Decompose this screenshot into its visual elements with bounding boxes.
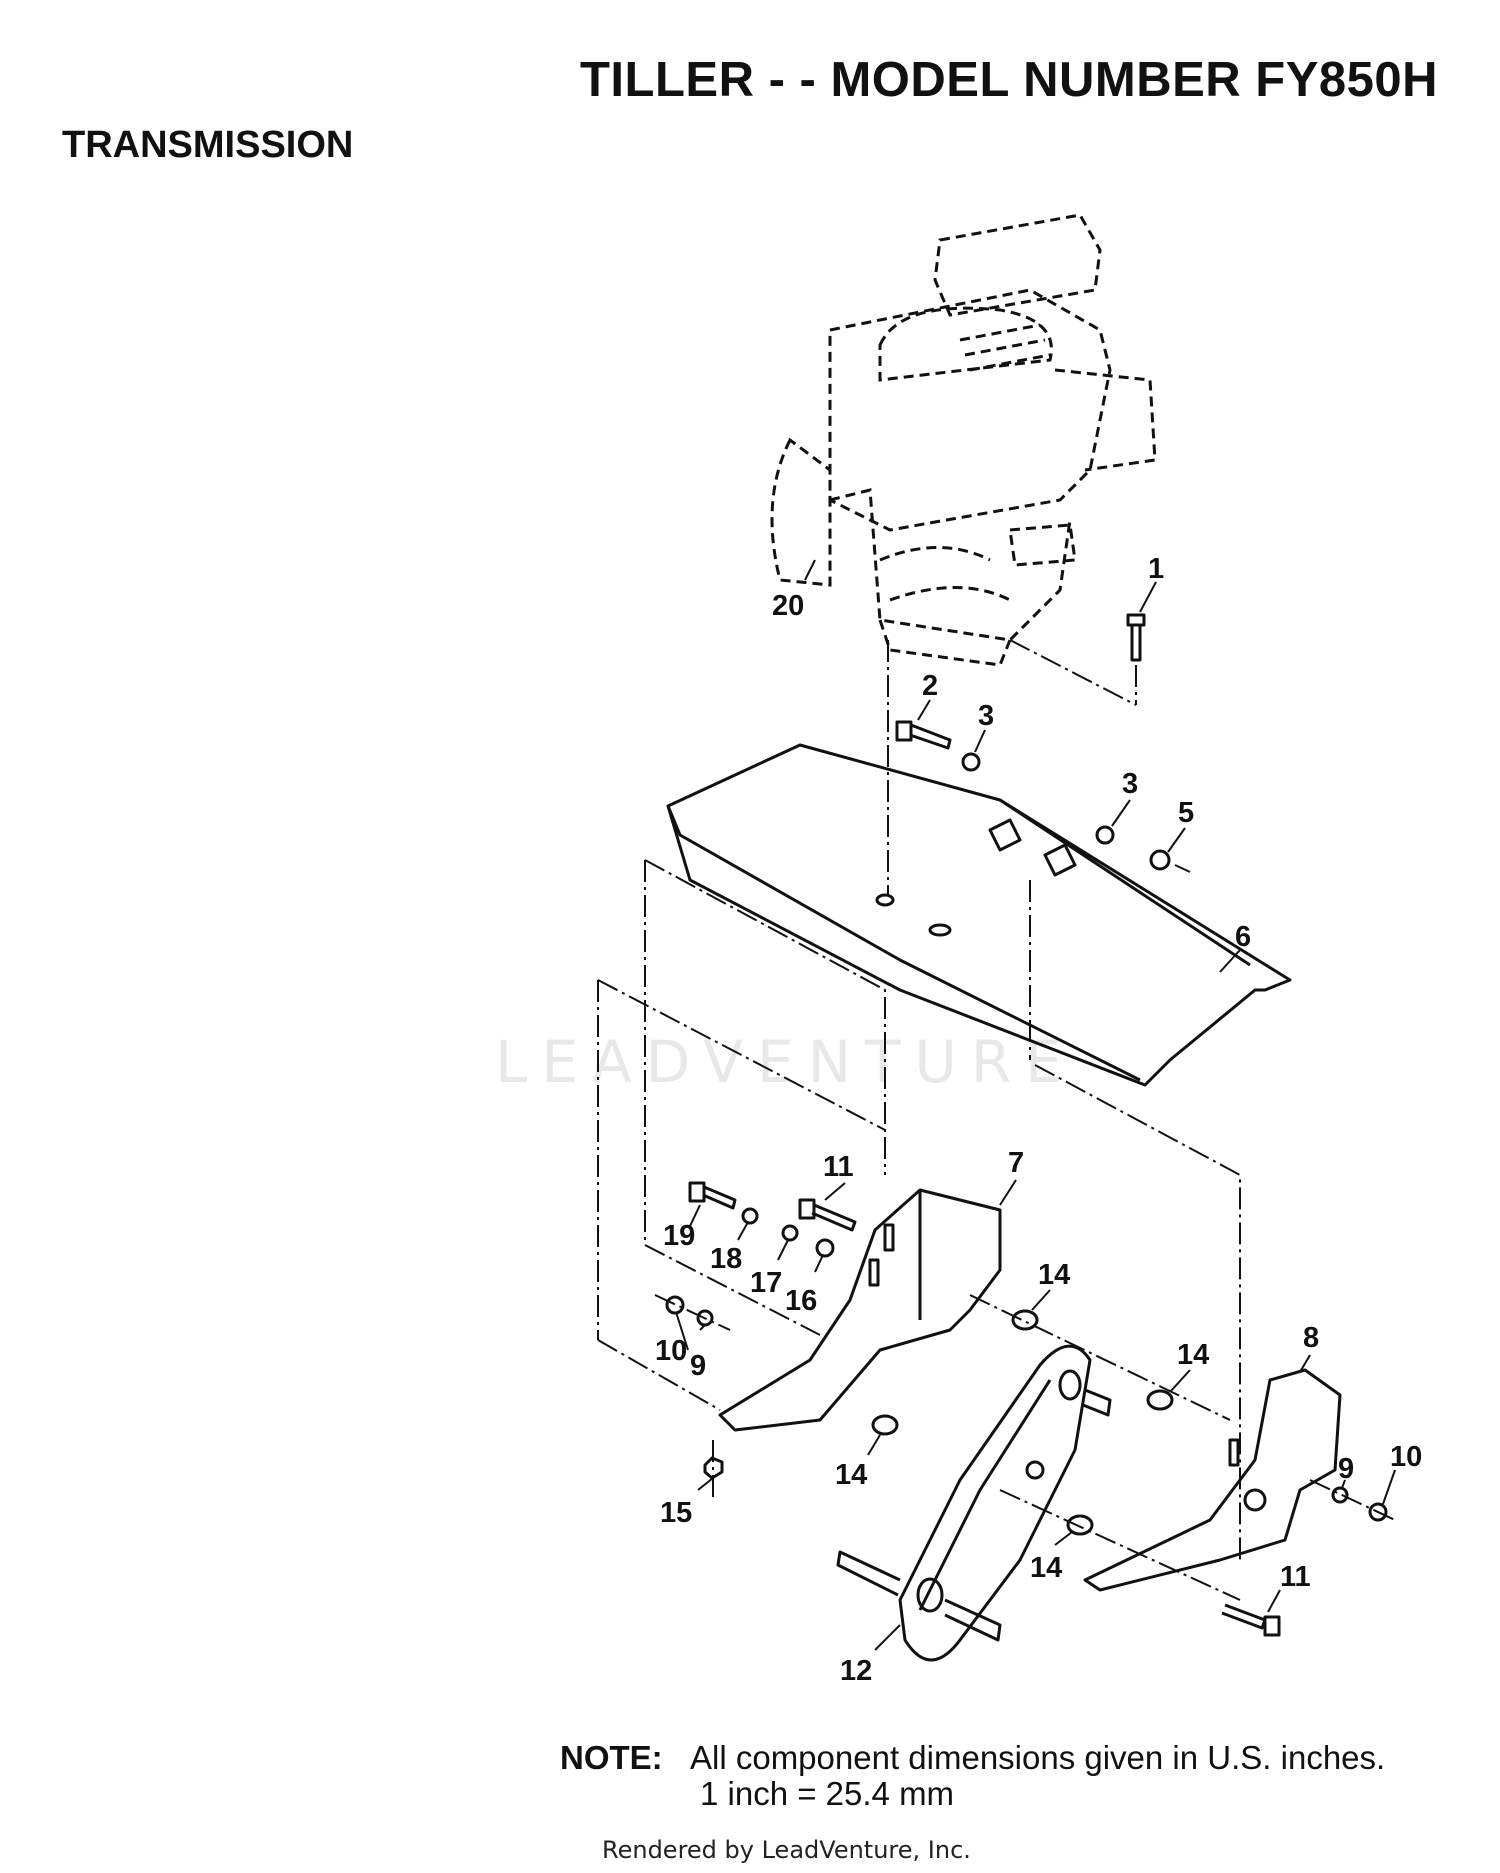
callout-16: 16	[785, 1285, 817, 1317]
callout-14c: 14	[835, 1459, 867, 1491]
callout-14b: 14	[1177, 1339, 1209, 1371]
page-title: TILLER - - MODEL NUMBER FY850H	[580, 53, 1439, 107]
callout-14d: 14	[1030, 1552, 1062, 1584]
callout-10b: 10	[1390, 1441, 1422, 1473]
callout-6: 6	[1235, 921, 1251, 953]
washer-part-3b	[1095, 825, 1115, 845]
side-plate-part-8	[1083, 1368, 1342, 1592]
callout-5: 5	[1178, 797, 1194, 829]
nut-part-10b	[1368, 1502, 1388, 1522]
callout-9a: 9	[690, 1350, 706, 1382]
callout-18: 18	[710, 1243, 742, 1275]
transmission-housing-part-12	[836, 1344, 1112, 1662]
bolt-part-19	[688, 1181, 737, 1210]
side-plate-part-7	[718, 1188, 1002, 1432]
note-line-2: 1 inch = 25.4 mm	[700, 1775, 955, 1812]
callout-2: 2	[922, 670, 938, 702]
callout-3b: 3	[1122, 768, 1138, 800]
callout-10a: 10	[655, 1335, 687, 1367]
callout-1: 1	[1148, 553, 1164, 585]
callout-3a: 3	[978, 700, 994, 732]
footer-credit: Rendered by LeadVenture, Inc.	[602, 1836, 971, 1864]
nut-part-10a	[665, 1295, 685, 1315]
bolt-part-11a	[798, 1198, 857, 1232]
engine-outline	[770, 213, 1157, 667]
callout-7: 7	[1008, 1147, 1024, 1179]
callout-11b: 11	[1280, 1561, 1311, 1593]
tine-shield-part-6	[666, 743, 1292, 1087]
callout-20: 20	[772, 590, 804, 622]
section-heading: TRANSMISSION	[62, 124, 354, 166]
washer-part-3a	[961, 752, 981, 772]
screw-part-1	[1126, 613, 1146, 662]
spacer-part-14c	[871, 1414, 899, 1436]
washer-part-9b	[1331, 1486, 1349, 1504]
note-block: NOTE: All component dimensions given in U…	[560, 1739, 1386, 1812]
note-line-1: All component dimensions given in U.S. i…	[690, 1739, 1386, 1776]
callout-8: 8	[1303, 1322, 1319, 1354]
callout-9b: 9	[1338, 1453, 1354, 1485]
callout-15: 15	[660, 1497, 692, 1529]
callout-12: 12	[840, 1655, 872, 1687]
spacer-part-14d	[1066, 1514, 1094, 1536]
spacer-part-14a	[1011, 1309, 1039, 1331]
callout-19: 19	[663, 1220, 695, 1252]
washer-part-16	[815, 1238, 835, 1258]
watermark: LEADVENTURE	[495, 1028, 1076, 1096]
washer-part-18	[741, 1207, 759, 1225]
callout-leaders	[675, 559, 1396, 1651]
bolt-part-2	[895, 720, 952, 750]
note-label: NOTE:	[560, 1739, 663, 1776]
bolt-part-11b	[1221, 1603, 1281, 1637]
washer-part-17	[781, 1224, 799, 1242]
callout-11a: 11	[823, 1151, 854, 1183]
callout-17: 17	[750, 1267, 782, 1299]
nut-part-5	[1149, 849, 1171, 871]
spacer-part-14b	[1146, 1389, 1174, 1411]
callout-14a: 14	[1038, 1259, 1070, 1291]
